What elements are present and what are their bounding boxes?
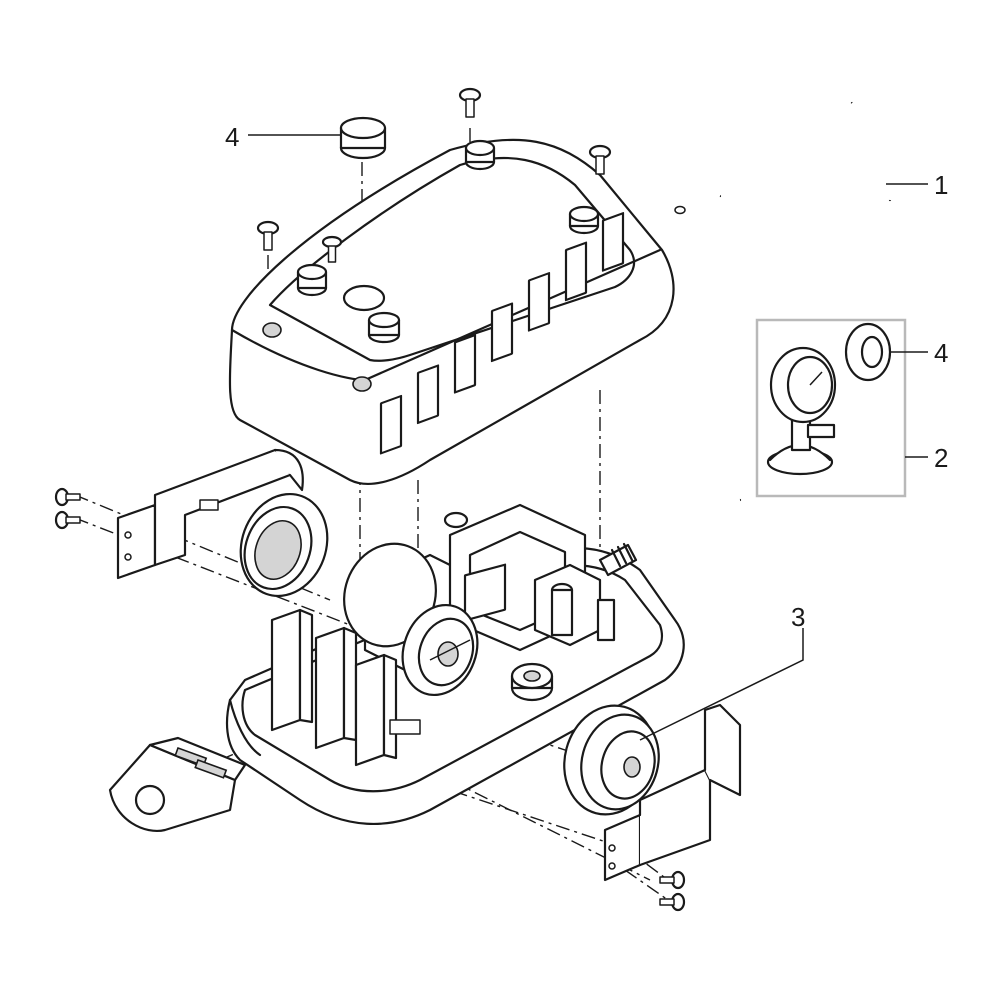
screw <box>659 892 686 912</box>
center-diaphragm <box>343 542 479 697</box>
callout-cap-gauge-set: 4 <box>934 338 948 368</box>
screw <box>54 510 81 530</box>
screw <box>659 870 686 890</box>
callout-cap-top: 4 <box>225 122 239 152</box>
screw <box>256 220 280 251</box>
power-cable <box>596 494 742 642</box>
left-diaphragm-ring <box>239 492 329 598</box>
spacer-nut <box>510 662 554 702</box>
callout-hose: 1 <box>934 170 948 200</box>
air-hose <box>674 101 899 267</box>
callout-diaphragm: 3 <box>791 602 805 632</box>
foot-clip <box>108 736 247 833</box>
gauge-set-frame <box>755 318 907 498</box>
screws <box>54 87 686 912</box>
screw <box>588 144 612 175</box>
right-diaphragm <box>563 704 660 816</box>
valve-block <box>270 608 421 767</box>
left-bracket <box>116 448 304 580</box>
pressure-gauge-set <box>755 318 907 498</box>
right-bracket <box>603 703 742 882</box>
callout-pressure-gauge-set: 2 <box>934 443 948 473</box>
screw <box>321 235 343 263</box>
callout-labels: 4 1 4 2 3 <box>225 122 948 632</box>
screw <box>54 487 81 507</box>
rubber-cap <box>339 116 387 160</box>
leader-lines <box>248 134 928 741</box>
screw <box>458 87 482 118</box>
top-cover <box>228 138 675 485</box>
